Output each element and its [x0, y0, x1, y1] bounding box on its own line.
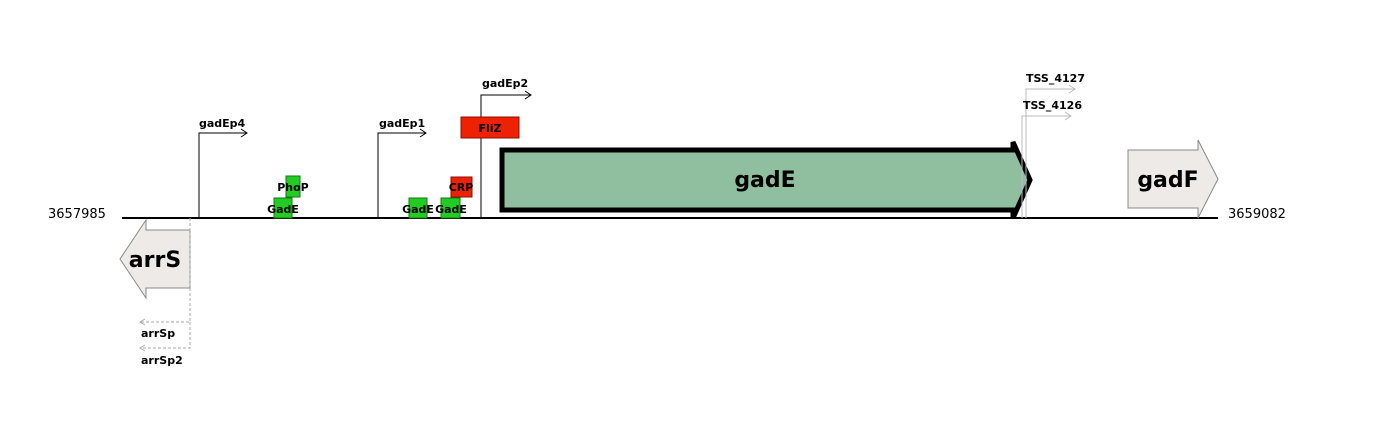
site-GadE-2-label: GadE	[402, 203, 434, 216]
promoter-arrSp-label: arrSp	[141, 327, 175, 340]
site-CRP[interactable]: CRP	[449, 176, 474, 198]
promoter-gadEp2[interactable]: gadEp2	[480, 77, 532, 218]
site-PhoP[interactable]: PhoP	[277, 175, 309, 198]
promoter-gadEp1[interactable]: gadEp1	[377, 117, 427, 218]
promoter-gadEp1-label: gadEp1	[379, 117, 425, 130]
site-GadE-1-label: GadE	[267, 203, 299, 216]
site-PhoP-label: PhoP	[277, 181, 309, 194]
site-CRP-label: CRP	[449, 181, 474, 194]
promoter-gadEp2-label: gadEp2	[482, 77, 528, 90]
site-FliZ-label: FliZ	[478, 122, 501, 135]
tss-TSS_4126-label: TSS_4126	[1023, 99, 1082, 112]
gene-gadF[interactable]: gadF	[1127, 139, 1219, 219]
site-GadE-2[interactable]: GadE	[402, 197, 434, 219]
promoter-gadEp4[interactable]: gadEp4	[198, 117, 248, 218]
gene-gadE[interactable]: gadE	[499, 140, 1033, 220]
gene-arrS-label: arrS	[129, 248, 181, 273]
gene-gadF-label: gadF	[1137, 168, 1198, 193]
promoter-gadEp4-label: gadEp4	[199, 117, 246, 130]
promoter-arrSp2[interactable]: arrSp2	[139, 322, 191, 367]
tss-TSS_4127-label: TSS_4127	[1026, 72, 1085, 85]
promoter-arrSp2-label: arrSp2	[141, 354, 183, 367]
site-GadE-1[interactable]: GadE	[267, 197, 299, 219]
tss-TSS_4127[interactable]: TSS_4127	[1025, 72, 1085, 218]
tss-TSS_4126[interactable]: TSS_4126	[1021, 99, 1082, 218]
site-GadE-3[interactable]: GadE	[435, 197, 467, 219]
promoter-arrSp[interactable]: arrSp	[139, 218, 191, 340]
region-end: 3659082	[1228, 207, 1286, 222]
site-GadE-3-label: GadE	[435, 203, 467, 216]
region-start: 3657985	[48, 207, 106, 222]
site-FliZ[interactable]: FliZ	[460, 116, 520, 139]
gene-arrS[interactable]: arrS	[119, 218, 191, 300]
gene-gadE-label: gadE	[734, 168, 795, 193]
